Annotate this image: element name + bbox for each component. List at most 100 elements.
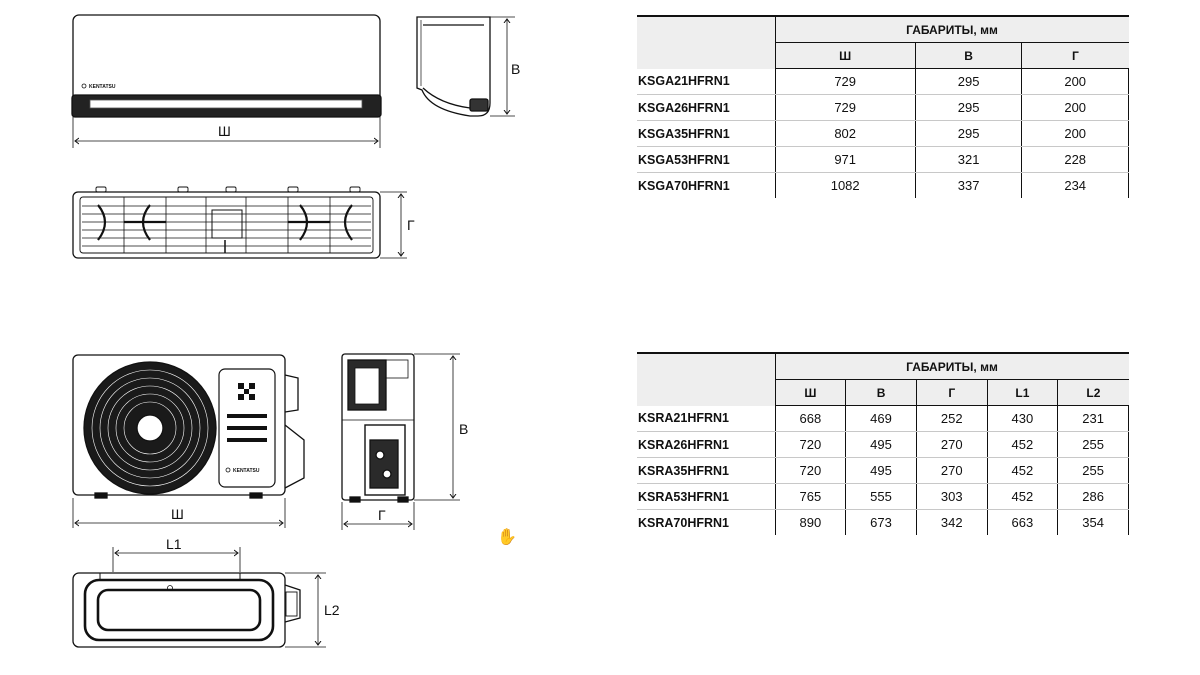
depth-value: 234	[1021, 172, 1129, 198]
model-name: KSGA53HFRN1	[637, 146, 776, 173]
table-row: KSRA53HFRN1 765 555 303 452 286	[637, 483, 1129, 510]
model-name: KSRA21HFRN1	[637, 405, 776, 432]
width-value: 720	[775, 431, 847, 458]
table-row: KSGA35HFRN1 802 295 200	[637, 120, 1129, 147]
outdoor-dimensions-table: ГАБАРИТЫ, мм Ш В Г L1 L2 KSRA21HFRN1 668…	[637, 352, 1129, 535]
column-header-width: Ш	[775, 42, 916, 69]
height-value: 321	[915, 146, 1023, 173]
table-row: KSGA53HFRN1 971 321 228	[637, 146, 1129, 173]
outdoor-unit-front-view: KENTATSU	[72, 354, 305, 499]
depth-value: 200	[1021, 120, 1129, 147]
depth-value: 200	[1021, 94, 1129, 121]
outdoor-height-label: В	[459, 421, 468, 437]
height-value: 673	[845, 509, 917, 535]
model-name: KSGA21HFRN1	[637, 68, 776, 95]
height-value: 295	[915, 120, 1023, 147]
fan-logo-icon	[238, 383, 255, 400]
width-value: 1082	[775, 172, 916, 198]
indoor-depth-dimension: Г	[380, 191, 415, 259]
outdoor-l2-dimension: L2	[285, 572, 340, 648]
height-value: 295	[915, 94, 1023, 121]
model-name: KSGA26HFRN1	[637, 94, 776, 121]
depth-value: 228	[1021, 146, 1129, 173]
dimensions-group-header: ГАБАРИТЫ, мм	[775, 352, 1129, 380]
height-value: 495	[845, 457, 917, 484]
l2-value: 255	[1057, 431, 1129, 458]
l1-value: 452	[987, 483, 1059, 510]
indoor-unit-back-view	[72, 186, 381, 259]
outdoor-brand-label: KENTATSU	[233, 468, 260, 474]
outdoor-unit-side-view	[341, 353, 415, 503]
l2-value: 255	[1057, 457, 1129, 484]
height-value: 337	[915, 172, 1023, 198]
l1-value: 452	[987, 431, 1059, 458]
outdoor-height-dimension: В	[414, 353, 468, 501]
column-header-depth: Г	[1021, 42, 1129, 69]
indoor-width-label: Ш	[218, 123, 231, 139]
table-corner-cell	[637, 352, 776, 406]
l1-value: 452	[987, 457, 1059, 484]
column-header-width: Ш	[775, 379, 847, 406]
indoor-brand-label: KENTATSU	[89, 84, 116, 90]
l2-value: 354	[1057, 509, 1129, 535]
column-header-height: В	[845, 379, 917, 406]
width-value: 729	[775, 68, 916, 95]
outdoor-width-label: Ш	[171, 506, 184, 522]
model-name: KSGA35HFRN1	[637, 120, 776, 147]
outdoor-unit-bottom-view	[72, 572, 301, 648]
indoor-depth-label: Г	[407, 217, 415, 233]
l1-value: 430	[987, 405, 1059, 432]
hand-pointer-icon: ✋	[497, 529, 517, 546]
technical-drawings: KENTATSU Ш В	[71, 14, 520, 648]
width-value: 971	[775, 146, 916, 173]
column-header-l2: L2	[1057, 379, 1129, 406]
indoor-height-dimension: В	[490, 16, 520, 117]
model-name: KSRA53HFRN1	[637, 483, 776, 510]
column-header-height: В	[915, 42, 1023, 69]
table-row: KSGA26HFRN1 729 295 200	[637, 94, 1129, 121]
width-value: 802	[775, 120, 916, 147]
depth-value: 303	[916, 483, 988, 510]
table-row: KSRA26HFRN1 720 495 270 452 255	[637, 431, 1129, 458]
table-row: KSRA70HFRN1 890 673 342 663 354	[637, 509, 1129, 535]
outdoor-depth-dimension: Г	[341, 502, 415, 530]
outdoor-l1-label: L1	[166, 536, 182, 552]
depth-value: 270	[916, 457, 988, 484]
model-name: KSRA35HFRN1	[637, 457, 776, 484]
depth-value: 342	[916, 509, 988, 535]
table-corner-cell	[637, 15, 776, 69]
dimensions-group-header: ГАБАРИТЫ, мм	[775, 15, 1129, 43]
outdoor-l1-dimension: L1	[112, 536, 241, 572]
outdoor-depth-label: Г	[378, 507, 386, 523]
model-name: KSRA26HFRN1	[637, 431, 776, 458]
width-value: 765	[775, 483, 847, 510]
column-header-depth: Г	[916, 379, 988, 406]
table-row: KSRA21HFRN1 668 469 252 430 231	[637, 405, 1129, 432]
indoor-unit-side-view	[416, 16, 491, 117]
height-value: 495	[845, 431, 917, 458]
table-row: KSGA70HFRN1 1082 337 234	[637, 172, 1129, 198]
height-value: 295	[915, 68, 1023, 95]
indoor-height-label: В	[511, 61, 520, 77]
l1-value: 663	[987, 509, 1059, 535]
depth-value: 270	[916, 431, 988, 458]
table-row: KSRA35HFRN1 720 495 270 452 255	[637, 457, 1129, 484]
table-row: KSGA21HFRN1 729 295 200	[637, 68, 1129, 95]
height-value: 469	[845, 405, 917, 432]
model-name: KSGA70HFRN1	[637, 172, 776, 198]
indoor-dimensions-table: ГАБАРИТЫ, мм Ш В Г KSGA21HFRN1 729 295 2…	[637, 15, 1129, 198]
outdoor-l2-label: L2	[324, 602, 340, 618]
width-value: 720	[775, 457, 847, 484]
width-value: 890	[775, 509, 847, 535]
width-value: 729	[775, 94, 916, 121]
indoor-width-dimension: Ш	[72, 117, 381, 148]
l2-value: 286	[1057, 483, 1129, 510]
model-name: KSRA70HFRN1	[637, 509, 776, 535]
column-header-l1: L1	[987, 379, 1059, 406]
indoor-unit-front-view: KENTATSU	[71, 14, 382, 118]
width-value: 668	[775, 405, 847, 432]
depth-value: 252	[916, 405, 988, 432]
outdoor-width-dimension: Ш	[72, 498, 286, 528]
fan-grille	[83, 361, 217, 495]
height-value: 555	[845, 483, 917, 510]
